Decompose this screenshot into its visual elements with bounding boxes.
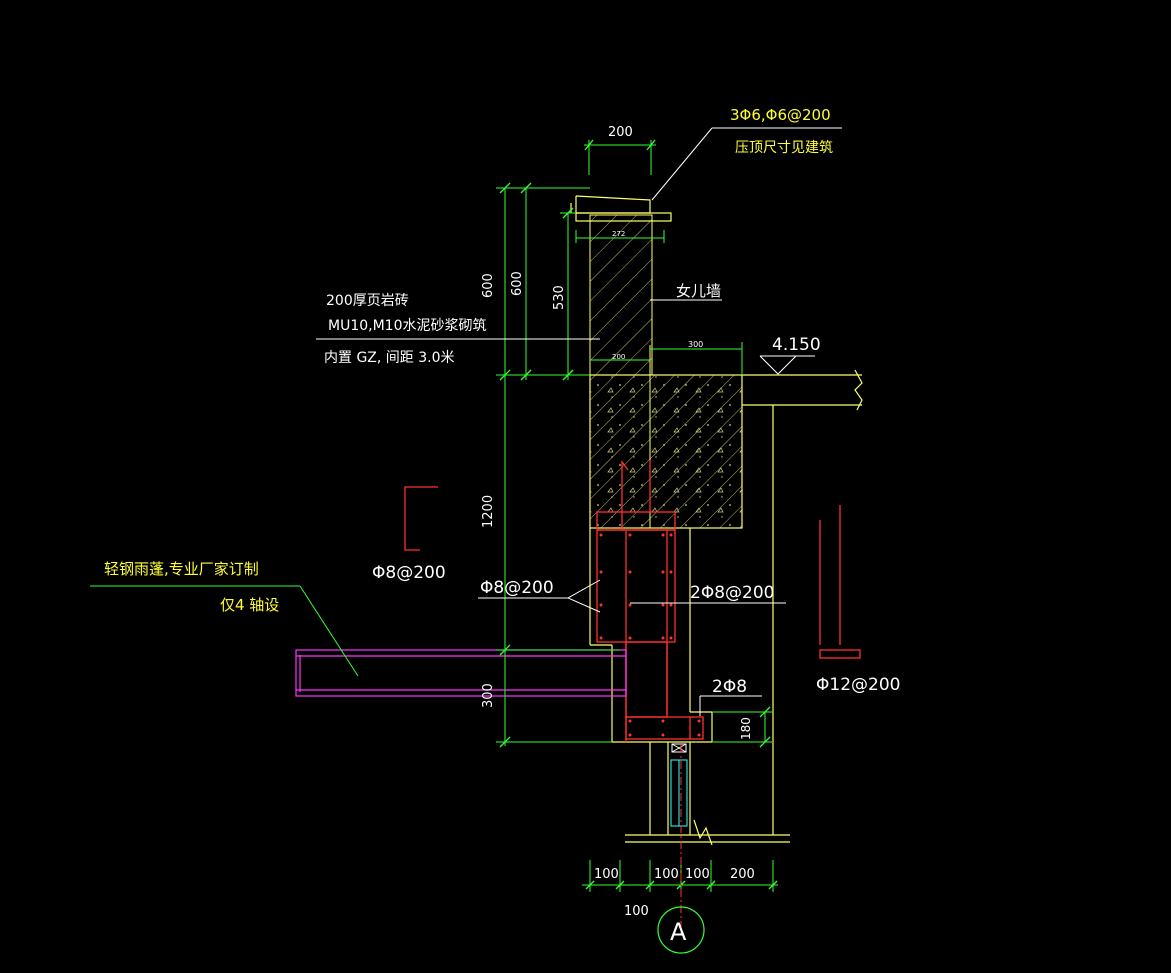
rebar — [404, 460, 861, 742]
dimension-lines — [496, 140, 778, 892]
dim-h530: 530 — [552, 285, 567, 310]
rebar-dots — [599, 533, 701, 737]
axis-bubble — [657, 906, 705, 954]
bar-bottom-label: 2Φ8 — [712, 677, 747, 697]
dim-h1200: 1200 — [481, 495, 496, 528]
dim-h600b: 600 — [510, 271, 525, 296]
steel-canopy — [295, 649, 627, 697]
lower-wall — [589, 405, 774, 835]
leader-lines — [316, 299, 815, 716]
canopy-label-2: 仅4 轴设 — [220, 596, 279, 614]
masonry-line-3: 内置 GZ, 间距 3.0米 — [324, 350, 455, 366]
coping-note-label: 压顶尺寸见建筑 — [735, 140, 833, 156]
masonry-line-1: 200厚页岩砖 — [326, 293, 409, 309]
axis-label: A — [670, 918, 687, 946]
dim-h600a: 600 — [481, 273, 496, 298]
dim-top-width: 200 — [608, 125, 633, 140]
roof-slab — [742, 369, 863, 411]
coping-rebar-label: 3Φ6,Φ6@200 — [730, 106, 831, 124]
parapet-label: 女儿墙 — [676, 282, 721, 300]
dim-h180: 180 — [739, 717, 753, 740]
bar-right-label: Φ12@200 — [816, 675, 900, 695]
coping — [570, 195, 672, 222]
dim-272: 272 — [612, 230, 625, 238]
bar-mid-label: 2Φ8@200 — [690, 583, 774, 603]
elevation-label: 4.150 — [772, 335, 821, 355]
masonry-line-2: MU10,M10水泥砂浆砌筑 — [328, 318, 486, 334]
parapet-wall — [589, 214, 653, 376]
dim-200-small: 200 — [612, 353, 625, 361]
dim-b100b: 100 — [654, 867, 679, 882]
concrete-beam — [589, 345, 743, 529]
canopy-label-1: 轻钢雨蓬,专业厂家订制 — [104, 560, 259, 578]
stirrup-mid-label: Φ8@200 — [480, 578, 554, 598]
dim-b200: 200 — [730, 867, 755, 882]
stirrup-left-label: Φ8@200 — [372, 563, 446, 583]
window-sill-marker — [671, 743, 687, 753]
dim-b100c: 100 — [685, 867, 710, 882]
dim-h300: 300 — [481, 683, 496, 708]
window-frame — [670, 759, 688, 827]
leader-lines-colored — [90, 127, 842, 935]
floor-line — [625, 819, 790, 846]
dim-b100d: 100 — [624, 904, 649, 919]
dim-b100a: 100 — [594, 867, 619, 882]
dim-slab-300: 300 — [688, 340, 703, 349]
